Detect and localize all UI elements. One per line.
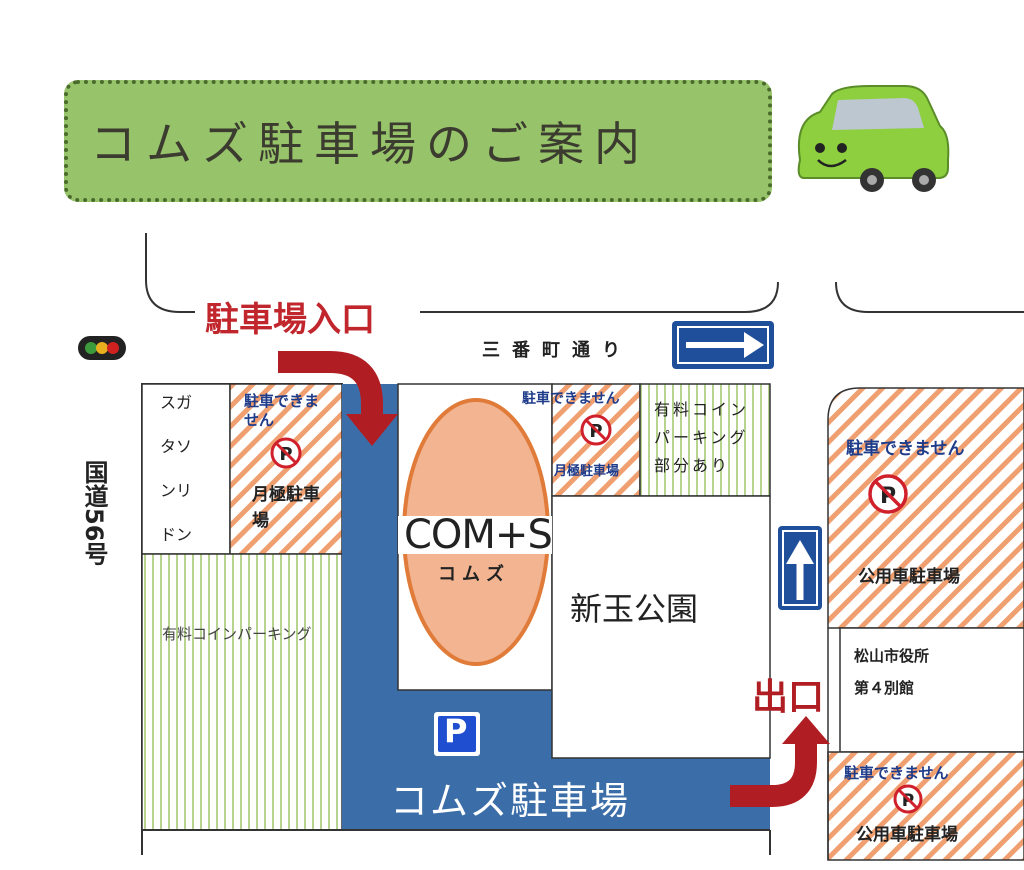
exit-arrow: [730, 742, 817, 807]
shop-name-line: ンリ: [160, 481, 193, 500]
sugatasonrindon-cell: [141, 383, 231, 555]
entrance-label: 駐車場入口: [205, 300, 375, 340]
coin-parking-line: 部分あり: [654, 456, 731, 475]
park-name-label: 新玉公園: [570, 590, 699, 628]
up-arrow-sign-icon: [778, 526, 822, 610]
parking-lot-label: コムズ駐車場: [390, 779, 631, 823]
parking-sign-letter: P: [444, 712, 468, 750]
coin-parking-line: パーキング: [654, 428, 749, 447]
city-hall-annex-cell: [839, 627, 1024, 753]
coin-parking-line: 有料コイン: [654, 400, 750, 419]
traffic-light-icon: [78, 336, 126, 360]
coin-parking-left-cell: [141, 553, 343, 831]
shop-name-line: タソ: [160, 437, 193, 456]
coms-logo: COM+S: [404, 512, 553, 558]
no-parking-label: 駐車できません: [244, 392, 320, 429]
no-parking-icon: P: [580, 414, 612, 446]
parking-sign-icon: [434, 712, 480, 756]
entrance-arrow: [278, 351, 383, 418]
exit-label: 出口: [752, 677, 825, 718]
road-name-label: 三番町通り: [482, 340, 632, 361]
road-edge-left: [145, 233, 195, 313]
monthly-parking-left-cell: [229, 383, 343, 555]
city-hall-annex-label: 松山市役所 第４別館: [854, 640, 929, 704]
coin-parking-top-label: 有料コイン パーキング 部分あり: [654, 396, 749, 480]
no-parking-label: 駐車できません: [522, 391, 620, 407]
title-banner: コムズ駐車場のご案内: [64, 80, 772, 202]
city-hall-line: 松山市役所: [854, 647, 930, 665]
coms-kana-label: コムズ: [438, 564, 510, 585]
entrance-arrow-head: [346, 414, 398, 446]
shintama-park: [551, 495, 771, 759]
no-parking-label: 駐車できません: [846, 439, 965, 459]
exit-arrow-head: [782, 716, 830, 744]
public-parking-label: 公用車駐車場: [858, 567, 960, 587]
no-parking-icon: P: [893, 784, 923, 814]
shop-name-line: ドン: [160, 525, 193, 544]
public-parking-label: 公用車駐車場: [856, 825, 958, 845]
no-parking-label: 駐車できません: [844, 764, 949, 782]
monthly-parking-label: 月極駐車場: [252, 485, 320, 531]
page-title: コムズ駐車場のご案内: [90, 117, 650, 171]
coin-parking-left-label: 有料コインパーキング: [162, 625, 312, 643]
sugatasonrindon-label: スガ タソ ンリ ドン: [160, 392, 220, 568]
city-hall-line: 第４別館: [854, 679, 915, 697]
right-arrow-sign-icon: [672, 321, 774, 369]
shop-name-line: スガ: [160, 393, 193, 412]
route-label: 国道56号: [80, 460, 108, 566]
road-edge-right: [835, 281, 1024, 313]
public-parking-top-cell: [827, 387, 1024, 629]
no-parking-icon: P: [270, 437, 302, 469]
no-parking-icon: P: [868, 474, 908, 514]
monthly-parking-label: 月極駐車場: [554, 464, 620, 479]
car-illustration-icon: [797, 85, 950, 192]
road-edge-middle: [420, 281, 779, 313]
coms-logo-box: [398, 516, 552, 554]
